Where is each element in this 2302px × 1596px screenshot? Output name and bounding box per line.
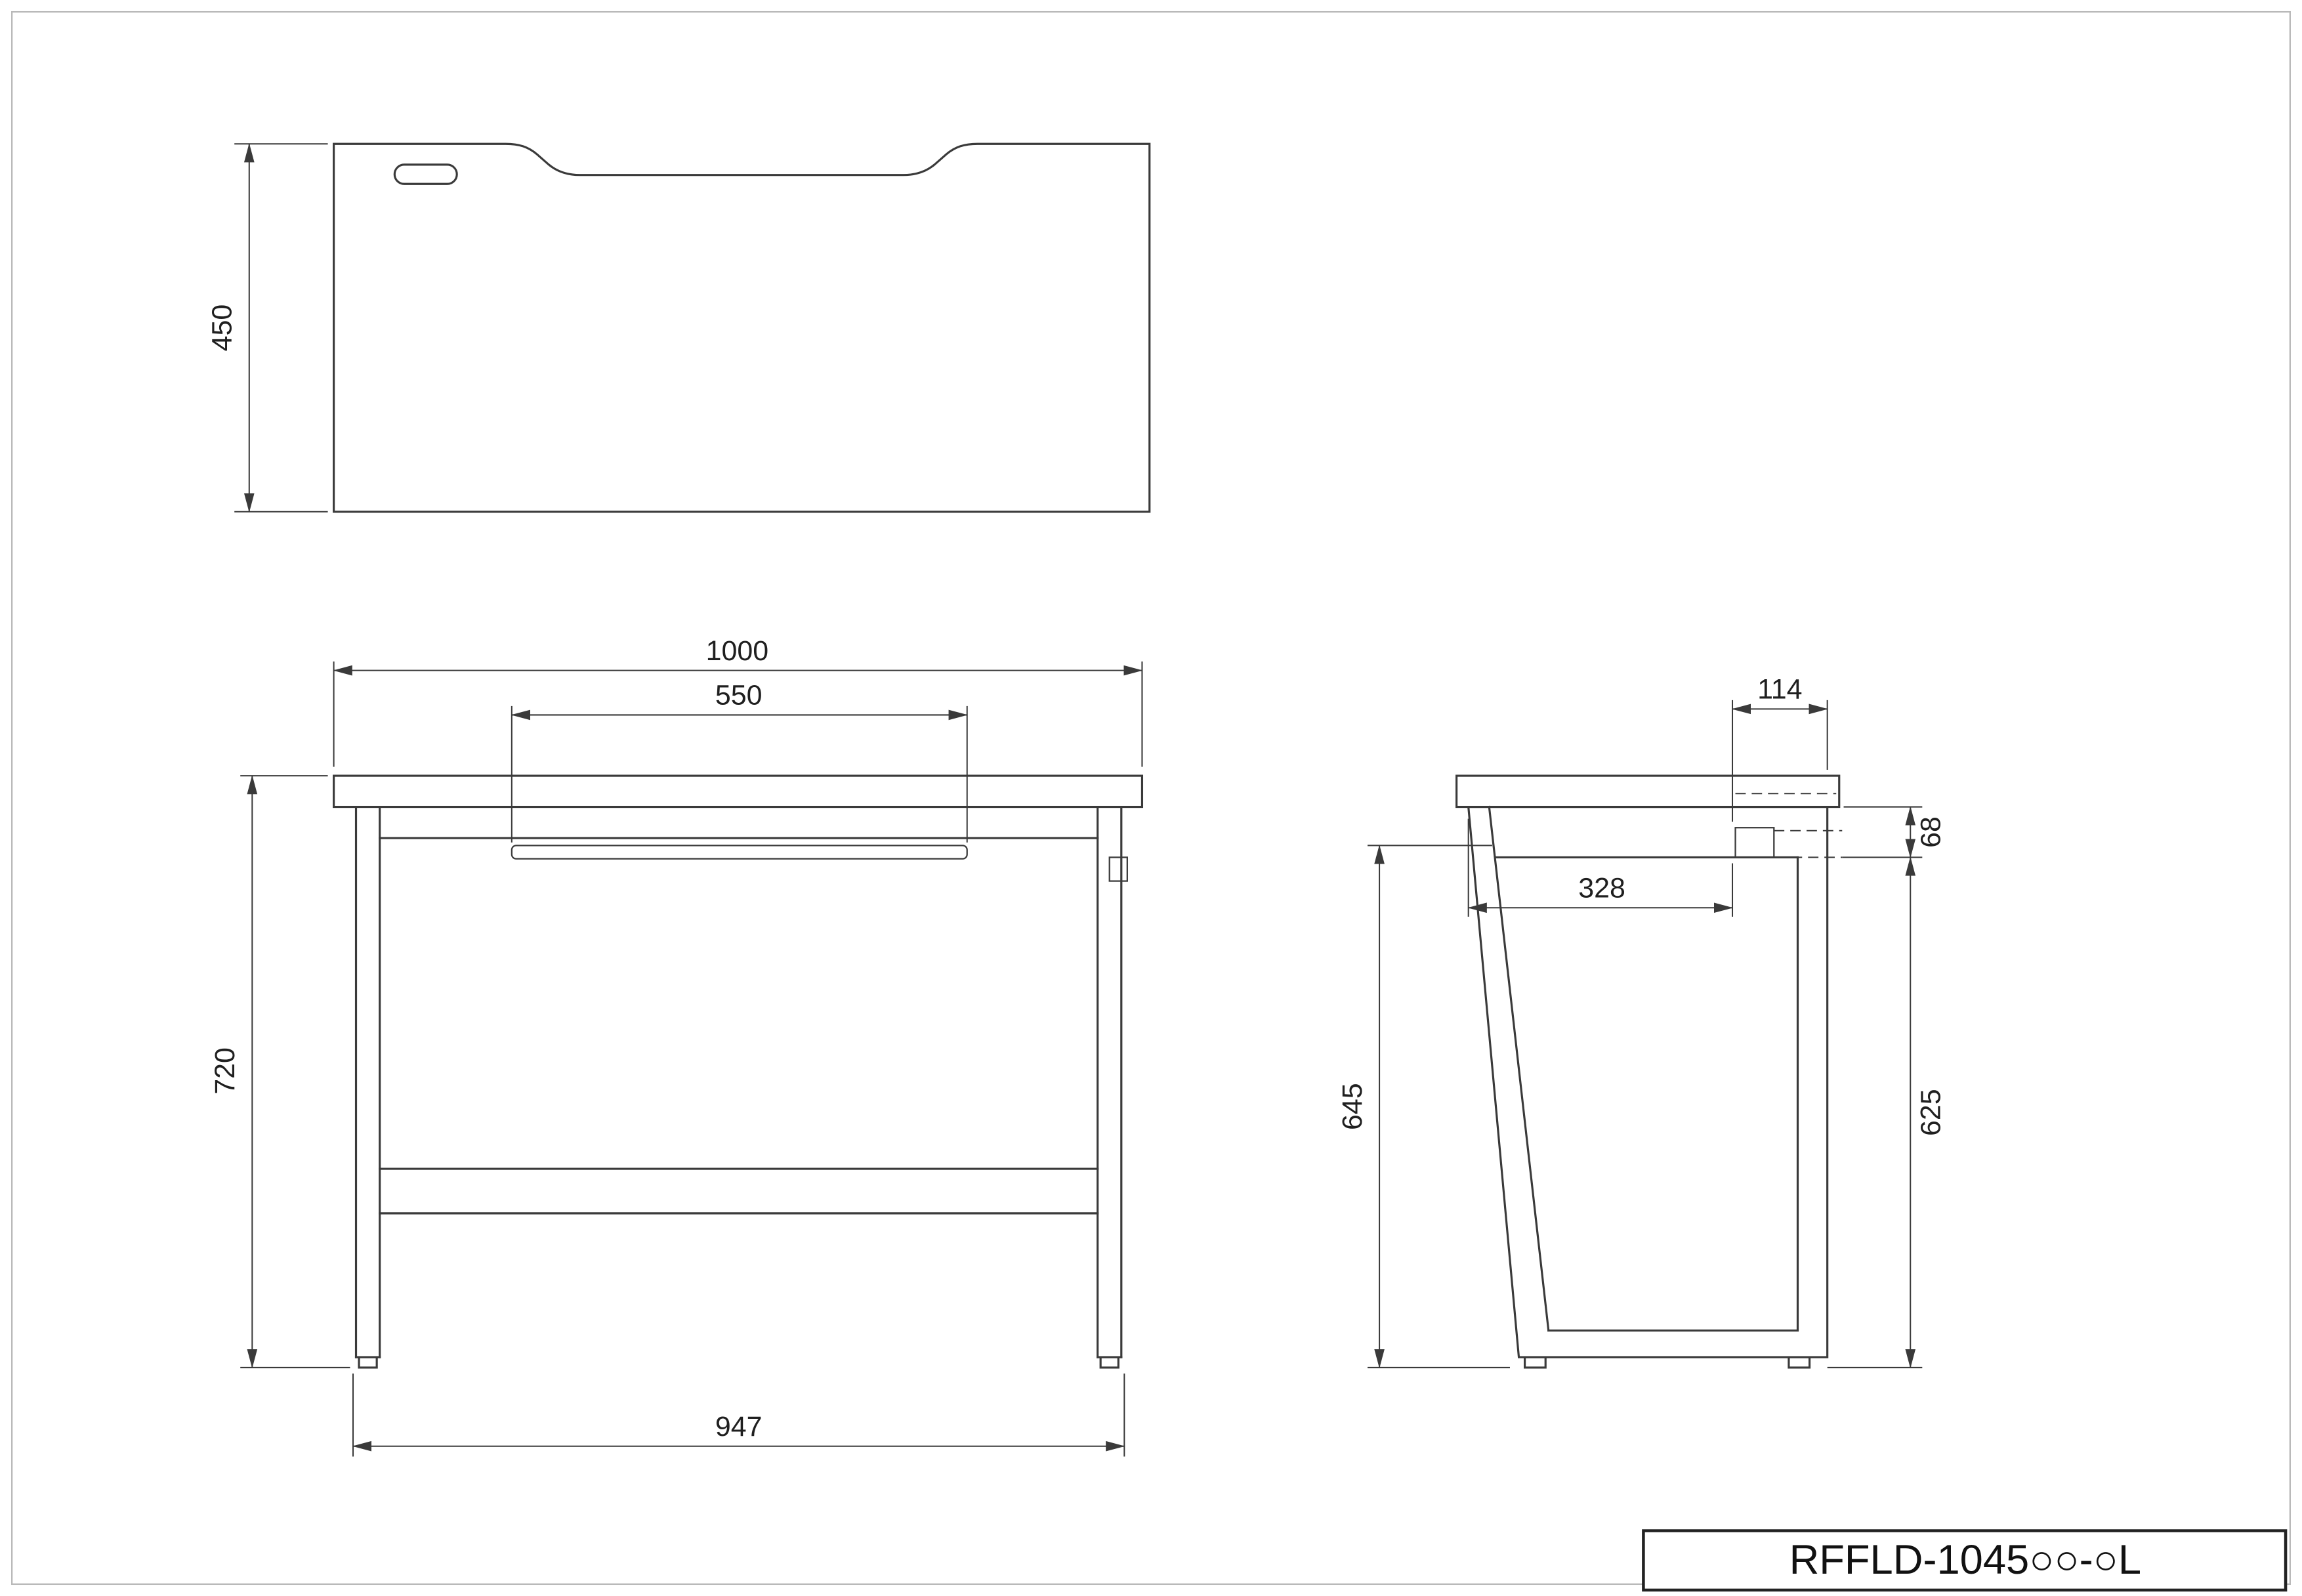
dim-label-front-base: 947 <box>715 1411 763 1442</box>
title-block-border <box>1642 1529 2288 1592</box>
side-hook <box>1734 827 1775 858</box>
dim-label-front-inner: 550 <box>715 680 763 711</box>
dim-label-top-depth: 450 <box>207 304 238 352</box>
dim-label-side-inner-depth: 328 <box>1578 872 1625 904</box>
dim-front-width: 1000 <box>333 635 1143 767</box>
dim-front-inner: 550 <box>511 680 968 843</box>
dim-label-front-height: 720 <box>209 1047 241 1095</box>
title-block: RFFLD-1045○○-○L <box>1642 1529 2288 1592</box>
dim-label-side-back-height: 625 <box>1915 1089 1946 1136</box>
front-view <box>333 774 1144 1369</box>
side-frame-outer <box>1467 805 1829 1358</box>
dim-label-side-front-height: 645 <box>1337 1083 1368 1130</box>
front-right-leg <box>1097 805 1123 1369</box>
front-tray <box>511 845 968 860</box>
dim-label-front-width: 1000 <box>706 635 769 667</box>
side-front-foot <box>1523 1356 1547 1369</box>
dim-side-top-offset: 114 <box>1731 674 1828 822</box>
front-left-foot <box>358 1356 378 1369</box>
dim-side-inner-depth: 328 <box>1467 818 1734 917</box>
dim-side-hook-drop: 68 <box>1842 806 1946 858</box>
dim-label-side-hook-drop: 68 <box>1915 816 1946 848</box>
front-left-leg <box>354 805 381 1369</box>
dim-side-back-height: 625 <box>1827 856 1946 1369</box>
side-tabletop <box>1455 774 1841 808</box>
side-frame-inner <box>1488 805 1799 1332</box>
page-border <box>11 10 2291 1586</box>
side-view <box>1455 774 1843 1369</box>
part-number: RFFLD-1045○○-○L <box>1789 1537 2142 1583</box>
dim-label-side-top-offset: 114 <box>1757 674 1802 705</box>
front-tabletop <box>333 774 1144 808</box>
cable-slot <box>393 163 458 185</box>
front-stretcher <box>379 1167 1099 1215</box>
side-back-foot <box>1788 1356 1811 1369</box>
front-hook <box>1108 856 1128 882</box>
dim-top-depth: 450 <box>207 143 328 513</box>
top-view <box>333 142 1151 513</box>
dim-side-front-height: 645 <box>1337 845 1510 1369</box>
top-view-outline <box>333 142 1151 513</box>
dim-front-base: 947 <box>352 1373 1125 1457</box>
front-right-foot <box>1099 1356 1120 1369</box>
dim-front-height: 720 <box>209 774 350 1369</box>
